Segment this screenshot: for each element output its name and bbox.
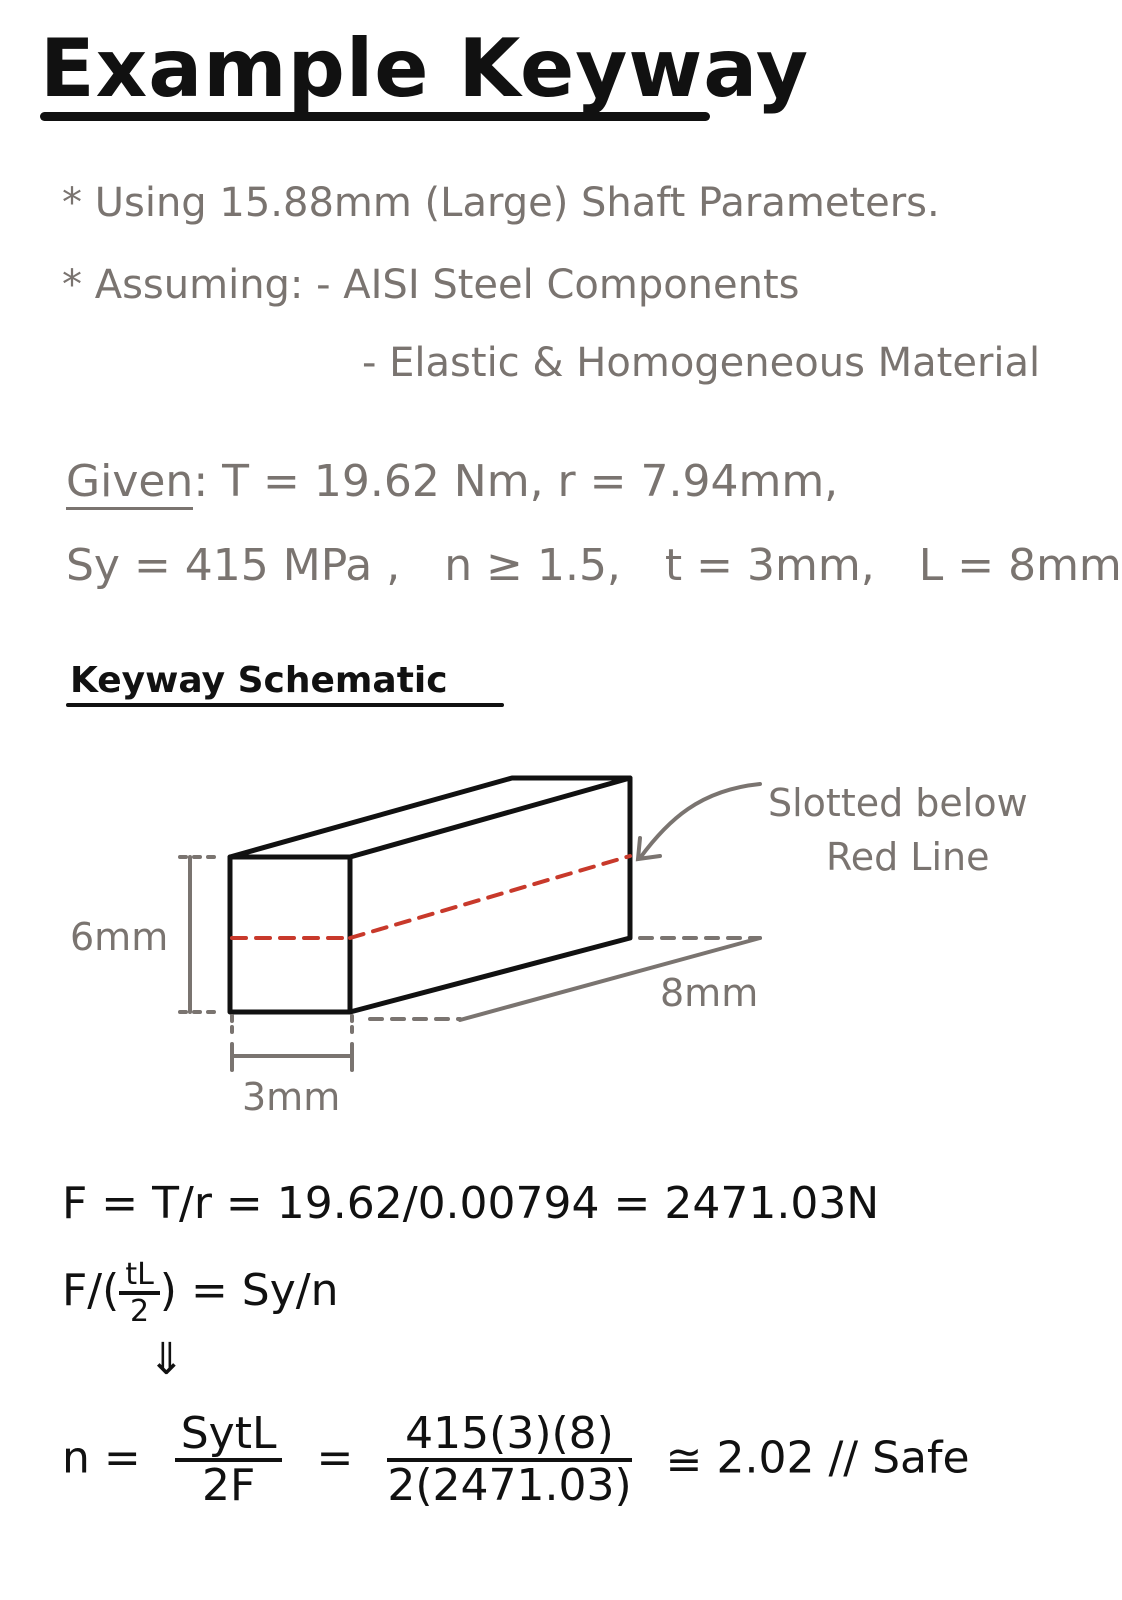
keyway-block xyxy=(227,775,633,1015)
slot-red-line xyxy=(230,854,632,940)
title-underline xyxy=(40,112,710,121)
eq3-frac2-numerator: 415(3)(8) xyxy=(387,1409,632,1463)
eq3-lhs: n = xyxy=(62,1432,141,1484)
given-thickness: t = 3mm, xyxy=(664,540,875,591)
eq2-denominator: 2 xyxy=(130,1294,150,1329)
dimension-lines xyxy=(178,782,762,1072)
annotation-line-2: Red Line xyxy=(826,835,989,879)
keyway-front-face xyxy=(227,854,353,1015)
note-assumption-steel: * Assuming: - AISI Steel Components xyxy=(62,262,800,308)
eq3-frac1-denominator: 2F xyxy=(201,1460,256,1512)
eq2-left: F/( xyxy=(62,1265,120,1316)
height-label: 6mm xyxy=(70,915,168,959)
given-length: L = 8mm xyxy=(918,540,1122,591)
length-label: 8mm xyxy=(660,971,758,1015)
eq3-approx: ≅ xyxy=(665,1434,703,1486)
eq2-numerator: tL xyxy=(119,1258,160,1295)
page-title: Example Keyway xyxy=(40,22,809,115)
annotation-arrow-line xyxy=(638,782,762,860)
keyway-side-face xyxy=(347,775,633,1015)
equation-force: F = T/r = 19.62/0.00794 = 2471.03N xyxy=(62,1178,880,1229)
implies-arrow-icon: ⇓ xyxy=(148,1334,185,1385)
eq3-frac2-denominator: 2(2471.03) xyxy=(387,1460,632,1512)
eq3-fraction-numeric: 415(3)(8)2(2471.03) xyxy=(387,1409,632,1512)
note-assumption-material: - Elastic & Homogeneous Material xyxy=(362,340,1041,386)
eq3-equals: = xyxy=(316,1432,354,1484)
given-torque-radius: : T = 19.62 Nm, r = 7.94mm, xyxy=(193,456,839,507)
eq3-frac1-numerator: SytL xyxy=(174,1409,283,1463)
given-row-1: Given: T = 19.62 Nm, r = 7.94mm, xyxy=(66,456,839,510)
given-row-2: Sy = 415 MPa , n ≥ 1.5, t = 3mm, L = 8mm xyxy=(66,540,1122,591)
given-yield-strength: Sy = 415 MPa , xyxy=(66,540,401,591)
given-label: Given xyxy=(66,456,194,510)
given-safety-factor: n ≥ 1.5, xyxy=(444,540,621,591)
eq3-safe-label: // Safe xyxy=(828,1432,970,1484)
annotation-arrowhead xyxy=(635,836,662,862)
schematic-title: Keyway Schematic xyxy=(70,660,448,701)
keyway-schematic: 6mm 3mm 8mm Slotted below Red Line xyxy=(70,775,1028,1119)
width-label: 3mm xyxy=(242,1075,340,1119)
length-dimension-line xyxy=(458,936,762,1022)
eq2-right: ) = Sy/n xyxy=(159,1265,339,1316)
eq3-result: 2.02 xyxy=(716,1432,815,1484)
annotation-line-1: Slotted below xyxy=(768,781,1028,825)
schematic-underline xyxy=(66,703,504,707)
keyway-top-face xyxy=(227,775,633,860)
note-shaft-parameters: * Using 15.88mm (Large) Shaft Parameters… xyxy=(62,180,940,226)
